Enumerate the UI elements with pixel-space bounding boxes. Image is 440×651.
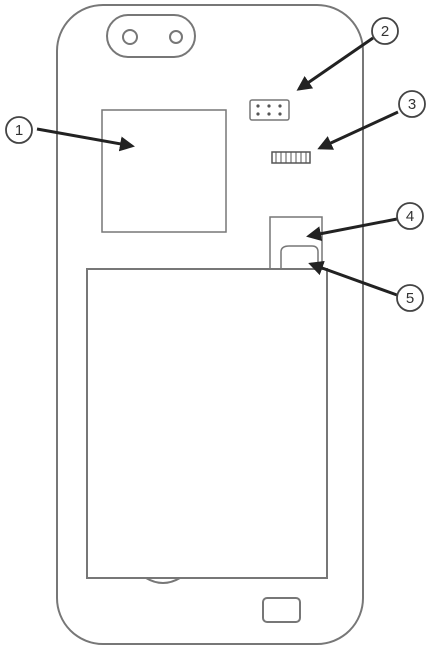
callout-3-arrow xyxy=(317,110,399,150)
callout-4: 4 xyxy=(396,202,424,230)
callout-1-arrow xyxy=(36,127,135,152)
component-1-chip xyxy=(101,109,227,233)
callout-2-label: 2 xyxy=(381,23,389,40)
bottom-port xyxy=(262,597,301,623)
callout-3-label: 3 xyxy=(408,96,416,113)
camera-lens-icon xyxy=(122,29,138,45)
camera-module xyxy=(106,14,196,58)
callout-2: 2 xyxy=(371,17,399,45)
callout-5: 5 xyxy=(396,284,424,312)
callout-3: 3 xyxy=(398,90,426,118)
callout-5-label: 5 xyxy=(406,290,414,307)
component-3-pin-connector xyxy=(271,151,311,164)
component-4-module xyxy=(269,216,323,270)
callout-2-arrow xyxy=(296,36,374,91)
callout-5-arrow xyxy=(308,261,398,297)
callout-1-label: 1 xyxy=(15,122,23,139)
phone-body-outline xyxy=(56,4,364,645)
battery-pull-tab xyxy=(145,577,181,584)
component-2-connector xyxy=(249,99,290,121)
flash-icon xyxy=(169,30,183,44)
callout-4-label: 4 xyxy=(406,208,414,225)
battery-area xyxy=(86,268,328,579)
callout-1: 1 xyxy=(5,116,33,144)
callout-4-arrow xyxy=(306,217,398,242)
component-5-connector xyxy=(280,245,319,269)
